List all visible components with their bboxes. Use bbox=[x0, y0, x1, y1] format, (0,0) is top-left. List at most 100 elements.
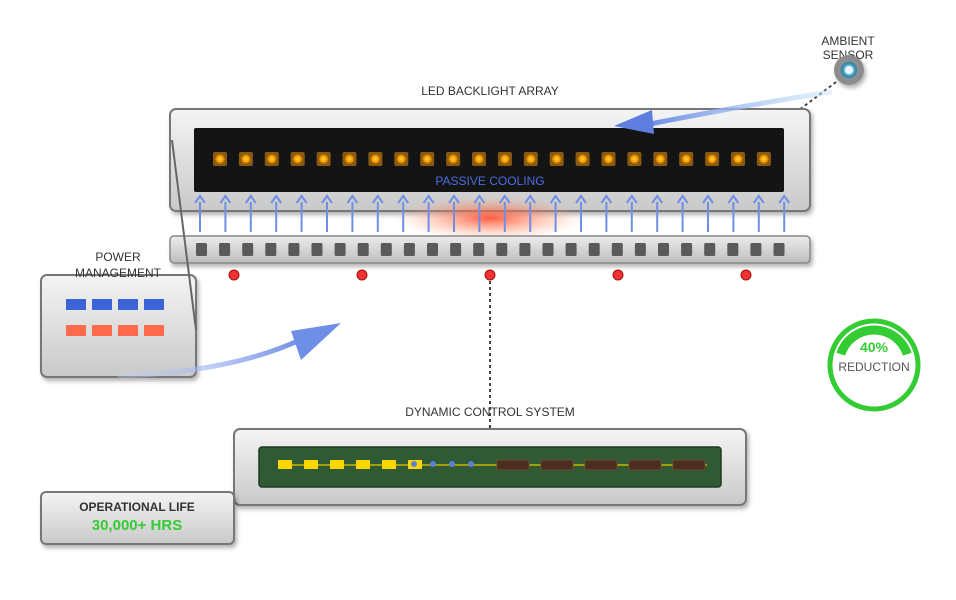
led-light bbox=[422, 154, 433, 164]
heatsink-fin bbox=[611, 243, 623, 256]
heat-arrow-up-icon bbox=[397, 194, 410, 204]
power-arrow-head-icon bbox=[291, 323, 341, 360]
led-light bbox=[681, 154, 692, 164]
heat-arrow-up-icon bbox=[498, 194, 511, 204]
heat-arrow-up-icon bbox=[321, 194, 333, 204]
heat-arrow-up-icon bbox=[244, 194, 257, 204]
heatsink-fin bbox=[334, 243, 346, 256]
led-light bbox=[292, 154, 303, 164]
heat-arrow-up-icon bbox=[219, 194, 232, 204]
power-management-label-line2: MANAGEMENT bbox=[75, 266, 162, 280]
heat-arrow-up-icon bbox=[371, 194, 384, 204]
heatsink-fin bbox=[727, 243, 739, 256]
led-light bbox=[474, 154, 484, 164]
heatsink-fin bbox=[588, 243, 600, 256]
heatsink-fin bbox=[473, 243, 485, 256]
connector-point bbox=[740, 269, 752, 281]
operational-life-value: 30,000+ HRS bbox=[92, 517, 182, 534]
power-cell-blue bbox=[92, 299, 112, 310]
circuit-chip bbox=[584, 459, 618, 471]
heatsink-fin bbox=[658, 243, 669, 256]
circuit-chip bbox=[496, 459, 530, 471]
heatsink-fin bbox=[496, 243, 508, 256]
heatsink-fin bbox=[311, 243, 323, 256]
ambient-sensor-label-line1: AMBIENT bbox=[821, 34, 875, 48]
circuit-yellow-block bbox=[356, 460, 370, 469]
led-light bbox=[733, 154, 743, 164]
ambient-sensor-label-line2: SENSOR bbox=[823, 48, 874, 62]
dynamic-control-title: DYNAMIC CONTROL SYSTEM bbox=[405, 405, 575, 419]
heatsink-fin bbox=[403, 243, 415, 256]
heat-arrow-up-icon bbox=[702, 194, 714, 204]
circuit-blue-led bbox=[411, 461, 417, 467]
heatsink-fin bbox=[634, 243, 646, 256]
ambient-arrow-head-icon bbox=[614, 110, 654, 134]
reduction-gauge: 40% REDUCTION bbox=[827, 318, 921, 412]
connector-points bbox=[228, 269, 752, 281]
led-light bbox=[215, 154, 225, 164]
ambient-sensor: AMBIENT SENSOR bbox=[785, 34, 875, 121]
heatsink-fin bbox=[265, 243, 277, 256]
heatsink-strip bbox=[169, 235, 811, 264]
power-cell-red bbox=[144, 325, 164, 336]
heat-flow-arrows bbox=[194, 194, 791, 232]
heatsink-fin bbox=[565, 243, 577, 256]
circuit-chip bbox=[628, 459, 662, 471]
power-link-line bbox=[171, 139, 197, 331]
heatsink-fin bbox=[773, 243, 785, 256]
heatsink-fin bbox=[704, 243, 716, 256]
led-light bbox=[655, 154, 666, 164]
heat-arrow-up-icon bbox=[575, 194, 587, 204]
heatsink-fin bbox=[427, 243, 438, 256]
circuit-chip bbox=[540, 459, 574, 471]
heat-arrow-up-icon bbox=[549, 194, 562, 204]
led-row bbox=[213, 152, 771, 166]
heatsink-fin bbox=[357, 243, 369, 256]
heat-arrow-up-icon bbox=[676, 194, 689, 204]
operational-life-title: OPERATIONAL LIFE bbox=[79, 500, 195, 514]
led-panel-display bbox=[194, 128, 784, 192]
power-cell-red bbox=[92, 325, 112, 336]
connector-point bbox=[484, 269, 496, 281]
circuit-blue-led bbox=[449, 461, 455, 467]
heatsink-fin bbox=[542, 243, 554, 256]
sensor-lens-center bbox=[845, 66, 853, 74]
power-cell-red bbox=[118, 325, 138, 336]
heatsink-fin bbox=[450, 243, 462, 256]
circuit-board bbox=[258, 446, 722, 488]
connector-point bbox=[612, 269, 624, 281]
heatsink-body bbox=[169, 235, 811, 264]
led-light bbox=[370, 154, 381, 164]
circuit-yellow-block bbox=[278, 460, 292, 469]
heatsink-fin bbox=[681, 243, 693, 256]
power-cell-blue bbox=[66, 299, 86, 310]
led-light bbox=[318, 154, 329, 164]
heatsink-fin bbox=[219, 243, 231, 256]
dynamic-control-system bbox=[233, 428, 747, 506]
heat-arrow-up-icon bbox=[524, 194, 537, 204]
power-management: POWER MANAGEMENT bbox=[40, 139, 197, 378]
heat-arrow-up-icon bbox=[778, 194, 791, 204]
power-cell-blue bbox=[118, 299, 138, 310]
heat-arrow-up-icon bbox=[270, 194, 283, 204]
power-cell-blue bbox=[144, 299, 164, 310]
circuit-chips bbox=[496, 459, 706, 471]
power-cells bbox=[66, 299, 164, 336]
led-light bbox=[551, 154, 562, 164]
power-cell-red bbox=[66, 325, 86, 336]
heatsink-fin bbox=[750, 243, 762, 256]
led-light bbox=[266, 154, 277, 164]
heatsink-fin bbox=[288, 243, 300, 256]
circuit-blue-led bbox=[468, 461, 474, 467]
circuit-blue-leds bbox=[411, 461, 474, 467]
led-light bbox=[758, 154, 769, 164]
circuit-yellow-block bbox=[382, 460, 396, 469]
circuit-yellow-block bbox=[304, 460, 318, 469]
heatsink-fin bbox=[519, 243, 531, 256]
heat-arrow-up-icon bbox=[295, 194, 308, 204]
led-light bbox=[448, 154, 459, 164]
power-management-label-line1: POWER bbox=[95, 250, 141, 264]
heatsink-fin bbox=[242, 243, 254, 256]
led-light bbox=[525, 154, 536, 164]
